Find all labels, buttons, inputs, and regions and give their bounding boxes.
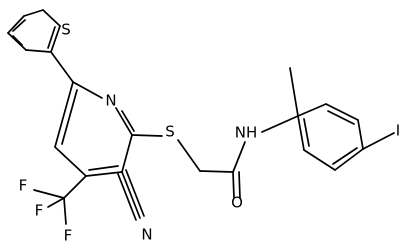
bond	[61, 89, 78, 145]
thiophene-ring	[7, 9, 61, 53]
bond	[12, 35, 23, 46]
bond	[232, 171, 235, 199]
bond	[72, 81, 103, 99]
bond	[7, 32, 27, 51]
trifluoromethyl-group	[33, 175, 87, 225]
nitrile-group	[117, 169, 145, 221]
thioether-sulfur-label: S	[165, 123, 175, 141]
bond	[88, 165, 119, 171]
bond	[47, 197, 65, 208]
bond	[47, 26, 56, 49]
pyridine-nitrogen-label: N	[105, 92, 116, 110]
thioacetamide-linker	[131, 134, 246, 199]
bond	[261, 115, 299, 133]
bond	[125, 169, 145, 217]
iodotolyl-ring	[261, 103, 364, 171]
bond	[85, 171, 123, 177]
bond	[23, 9, 44, 17]
bond	[131, 134, 163, 137]
bond	[33, 189, 65, 199]
nitrile-nitrogen-label: N	[141, 226, 152, 244]
bond	[121, 134, 133, 173]
bond	[63, 175, 87, 199]
fluorine-label: F	[64, 227, 73, 245]
bond	[334, 148, 364, 171]
bond	[303, 118, 310, 147]
thiophene-sulfur-label: S	[61, 21, 71, 39]
carbonyl-oxygen-label: O	[231, 194, 243, 212]
bond	[121, 171, 141, 219]
bond	[42, 9, 61, 27]
bond	[199, 170, 234, 173]
bond	[357, 119, 364, 150]
bond	[117, 173, 137, 221]
bond	[238, 171, 241, 199]
bond	[121, 110, 135, 132]
bond	[7, 15, 25, 34]
fluorine-label: F	[19, 177, 28, 195]
bond	[12, 19, 26, 32]
bond	[50, 25, 61, 53]
amide-nh-label: NH	[235, 124, 258, 142]
bond	[232, 141, 246, 173]
bond	[297, 115, 305, 151]
pyridine-ring	[54, 81, 135, 177]
bond	[325, 103, 359, 121]
bond	[362, 132, 395, 150]
bond	[332, 147, 358, 165]
bond	[177, 139, 201, 172]
fluorine-label: F	[35, 202, 44, 220]
bond	[54, 146, 87, 177]
bond	[63, 197, 67, 225]
bond	[297, 103, 327, 117]
bond	[50, 51, 74, 83]
bond	[54, 81, 74, 148]
bond	[115, 107, 133, 136]
bond	[289, 67, 299, 117]
bond	[25, 49, 52, 53]
bond	[327, 110, 355, 125]
iodine-label: I	[396, 122, 400, 140]
bond	[303, 149, 336, 171]
